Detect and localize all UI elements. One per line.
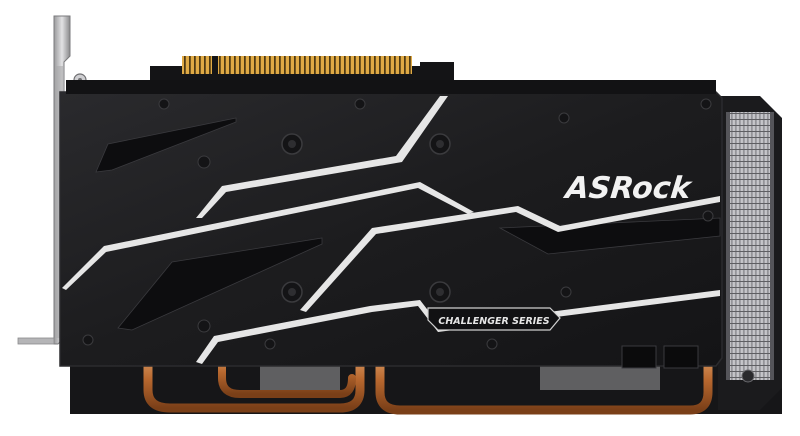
screw (558, 112, 570, 124)
screw (560, 286, 572, 298)
screw (82, 334, 94, 346)
screw (264, 338, 276, 350)
screw (281, 281, 303, 303)
screw (741, 369, 755, 383)
screw (197, 319, 211, 333)
heatsink-fins (726, 112, 774, 380)
backplate (59, 80, 723, 367)
asrock-logo: ASRock (562, 171, 694, 206)
series-badge-label: CHALLENGER SERIES (438, 316, 549, 327)
screw (486, 338, 498, 350)
power-connectors (621, 345, 699, 369)
screw (197, 155, 211, 169)
screw (702, 210, 714, 222)
screw (354, 98, 366, 110)
screw (429, 133, 451, 155)
screw (700, 98, 712, 110)
backplate-screws (82, 98, 755, 383)
screw (158, 98, 170, 110)
heatpipes (143, 345, 713, 415)
screw (429, 281, 451, 303)
challenger-series-badge: CHALLENGER SERIES (427, 307, 561, 331)
screw (281, 133, 303, 155)
